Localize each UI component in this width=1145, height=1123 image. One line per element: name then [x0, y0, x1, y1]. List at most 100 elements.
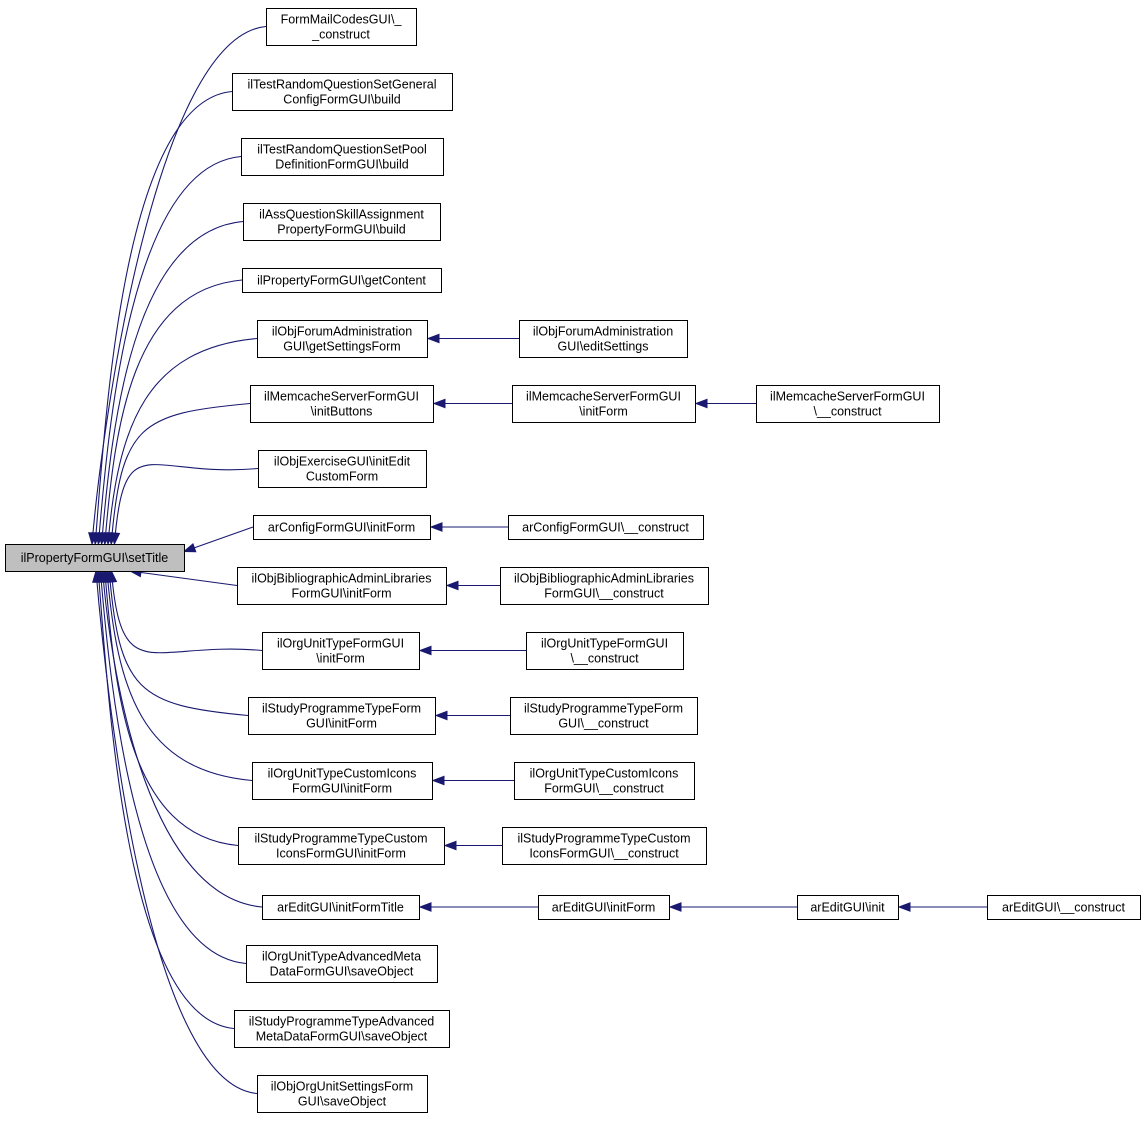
node-label-line: ilOrgUnitTypeFormGUI [541, 637, 668, 651]
node-label-line: GUI\initForm [306, 717, 377, 731]
node-label-line: \__construct [813, 405, 882, 419]
node-label-line: CustomForm [306, 470, 378, 484]
node-box [241, 138, 444, 176]
node-box [242, 268, 442, 293]
node-box [246, 945, 438, 983]
node-n-7[interactable]: ilMemcacheServerFormGUI\initButtons [250, 385, 434, 423]
node-n-14a[interactable]: ilStudyProgrammeTypeCustomIconsFormGUI\_… [502, 827, 707, 865]
node-label-line: ilPropertyFormGUI\setTitle [21, 551, 169, 565]
edge-n-17-to-root [97, 570, 235, 1030]
edge-n-15c-arrowhead [897, 902, 911, 912]
node-label-line: \initButtons [311, 405, 373, 419]
edge-n-18-to-root [95, 570, 258, 1095]
node-box [526, 632, 684, 670]
node-label-line: ilObjBibliographicAdminLibraries [252, 572, 432, 586]
node-label-line: arEditGUI\initFormTitle [277, 901, 404, 915]
node-n-10a[interactable]: ilObjBibliographicAdminLibrariesFormGUI\… [500, 567, 709, 605]
node-label-line: ConfigFormGUI\build [283, 93, 400, 107]
edge-n-16-to-root [99, 570, 247, 965]
node-box [262, 632, 420, 670]
node-n-4[interactable]: ilAssQuestionSkillAssignmentPropertyForm… [243, 203, 441, 241]
node-box [232, 73, 453, 111]
node-label-line: arEditGUI\initForm [552, 901, 656, 915]
node-label-line: ilTestRandomQuestionSetGeneral [248, 78, 437, 92]
node-label-line: ilMemcacheServerFormGUI [526, 390, 681, 404]
edge-n-10-to-root [129, 570, 238, 587]
node-n-14[interactable]: ilStudyProgrammeTypeCustomIconsFormGUI\i… [238, 827, 445, 865]
node-n-7a[interactable]: ilMemcacheServerFormGUI\initForm [512, 385, 696, 423]
node-label-line: ilStudyProgrammeTypeForm [262, 702, 421, 716]
node-n-2[interactable]: ilTestRandomQuestionSetGeneralConfigForm… [232, 73, 453, 111]
node-n-9a[interactable]: arConfigFormGUI\__construct [508, 515, 704, 540]
node-box [266, 8, 417, 46]
edge-n-6-to-root [107, 337, 258, 545]
node-n-11a[interactable]: ilOrgUnitTypeFormGUI\__construct [526, 632, 684, 670]
node-n-3[interactable]: ilTestRandomQuestionSetPoolDefinitionFor… [241, 138, 444, 176]
node-n-17[interactable]: ilStudyProgrammeTypeAdvancedMetaDataForm… [234, 1010, 450, 1048]
edges-layer [88, 25, 987, 1095]
node-label-line: _construct [311, 28, 370, 42]
node-n-15a[interactable]: arEditGUI\initForm [538, 895, 670, 920]
node-n-15b[interactable]: arEditGUI\init [797, 895, 899, 920]
node-label-line: arConfigFormGUI\initForm [268, 521, 415, 535]
node-box [756, 385, 940, 423]
edge-n-11a-arrowhead [418, 645, 432, 656]
node-label-line: ilMemcacheServerFormGUI [264, 390, 419, 404]
node-n-10[interactable]: ilObjBibliographicAdminLibrariesFormGUI\… [237, 567, 447, 605]
root-node[interactable]: ilPropertyFormGUI\setTitle [5, 544, 185, 572]
node-box [252, 762, 433, 800]
node-label-line: ilMemcacheServerFormGUI [770, 390, 925, 404]
edge-n-7b-arrowhead [694, 398, 708, 409]
node-label-line: ilStudyProgrammeTypeCustom [255, 832, 428, 846]
node-label-line: \initForm [579, 405, 628, 419]
edge-n-15a-arrowhead [418, 902, 432, 912]
node-label-line: MetaDataFormGUI\saveObject [256, 1030, 428, 1044]
node-n-15[interactable]: arEditGUI\initFormTitle [262, 895, 420, 920]
node-label-line: arConfigFormGUI\__construct [522, 521, 689, 535]
node-n-1[interactable]: FormMailCodesGUI\__construct [266, 8, 417, 46]
node-box [510, 697, 698, 735]
node-n-15c[interactable]: arEditGUI\__construct [987, 895, 1141, 920]
node-box [250, 385, 434, 423]
node-n-11[interactable]: ilOrgUnitTypeFormGUI\initForm [262, 632, 420, 670]
node-box [508, 515, 704, 540]
node-box [257, 320, 428, 358]
node-label-line: FormGUI\__construct [544, 782, 664, 796]
node-label-line: FormMailCodesGUI\_ [281, 13, 403, 27]
node-n-6[interactable]: ilObjForumAdministrationGUI\getSettingsF… [257, 320, 428, 358]
node-box [257, 1075, 428, 1113]
edge-n-12a-arrowhead [434, 710, 448, 721]
node-label-line: DefinitionFormGUI\build [275, 158, 408, 172]
edge-n-15b-arrowhead [668, 902, 682, 912]
node-box [237, 567, 447, 605]
node-box [5, 544, 185, 572]
node-n-16[interactable]: ilOrgUnitTypeAdvancedMetaDataFormGUI\sav… [246, 945, 438, 983]
node-label-line: IconsFormGUI\initForm [276, 847, 406, 861]
edge-n-9-arrowhead [182, 543, 197, 553]
edge-n-10a-arrowhead [445, 580, 459, 591]
node-label-line: PropertyFormGUI\build [277, 223, 406, 237]
node-label-line: ilObjExerciseGUI\initEdit [274, 455, 411, 469]
edge-n-7-to-root [110, 402, 251, 545]
node-label-line: ilObjForumAdministration [272, 325, 412, 339]
node-n-13a[interactable]: ilOrgUnitTypeCustomIconsFormGUI\__constr… [514, 762, 695, 800]
node-label-line: ilObjOrgUnitSettingsForm [271, 1080, 413, 1094]
node-box [243, 203, 441, 241]
node-label-line: FormGUI\__construct [544, 587, 664, 601]
edge-n-7a-arrowhead [432, 398, 446, 409]
node-box [519, 320, 688, 358]
nodes-layer: ilPropertyFormGUI\setTitle FormMailCodesG… [5, 8, 1141, 1113]
node-n-7b[interactable]: ilMemcacheServerFormGUI\__construct [756, 385, 940, 423]
node-n-9[interactable]: arConfigFormGUI\initForm [253, 515, 431, 540]
node-label-line: ilOrgUnitTypeCustomIcons [530, 767, 679, 781]
node-n-5[interactable]: ilPropertyFormGUI\getContent [242, 268, 442, 293]
edge-n-11-to-root [110, 570, 263, 654]
node-label-line: ilOrgUnitTypeCustomIcons [268, 767, 417, 781]
node-label-line: GUI\saveObject [298, 1095, 387, 1109]
